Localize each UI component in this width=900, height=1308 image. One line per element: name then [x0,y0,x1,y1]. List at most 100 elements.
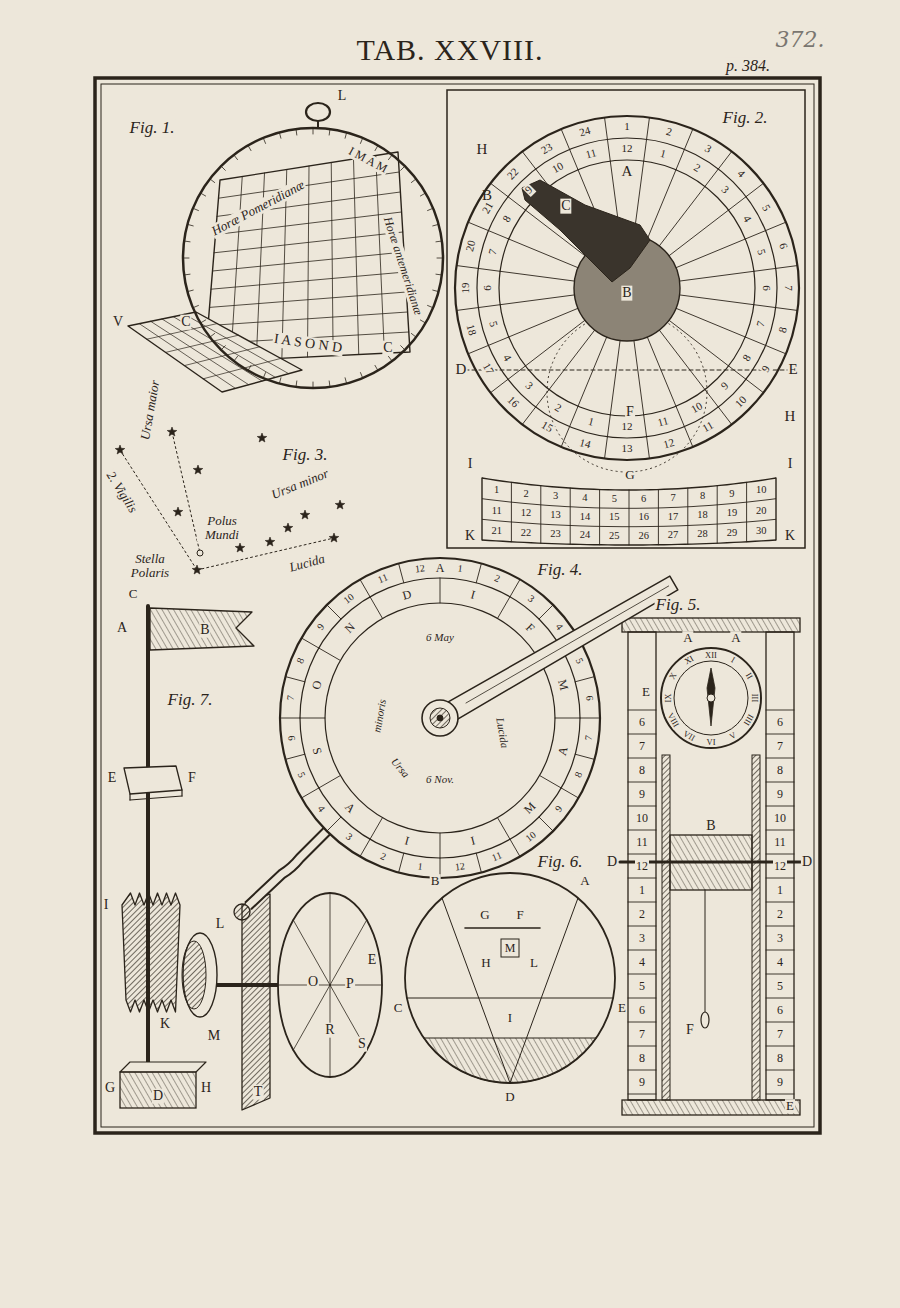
dial-division [456,266,478,269]
dial-tick [428,208,434,210]
dial-text: M [555,677,570,692]
dial-text: 18 [696,510,709,521]
dial-tick [187,224,193,226]
star-symbol [335,500,345,509]
dial-text: 16 [504,393,521,410]
handle-inner [248,831,327,906]
dial-division [399,853,404,872]
scale-number: 7 [776,740,784,753]
dial-text: 2 [377,850,387,862]
scale-number: 7 [776,1028,784,1041]
dial-division [478,305,500,308]
callout-letter: K [464,529,476,544]
scale-rule [628,950,656,951]
figure-caption: p. 384. [725,58,771,75]
dial-text: 7 [669,493,676,504]
scale-rule [766,902,794,903]
dial-text: 17 [667,511,680,522]
dial-text: 21 [490,525,503,536]
dial-text: 13 [621,443,634,455]
dial-tick [329,129,331,135]
scale-number: 2 [776,908,784,921]
dial-text: M [504,942,517,955]
star-name: 2. Vigilis [104,468,141,516]
dial-spoke [634,341,644,415]
callout-letter: B [621,286,632,301]
dial-text: 12 [621,143,634,155]
scale-number: 10 [635,812,649,825]
figure-caption: Fig. 1. [129,119,176,137]
grid-line [162,319,262,381]
dial-ring [325,603,555,833]
dial-spoke [500,271,574,281]
dial-text: 5 [611,494,618,505]
dial-tick [437,258,443,259]
dial-text: 23 [538,140,555,156]
dial-text: 5 [295,770,307,780]
dial-text: 6 [583,694,594,702]
dial-text: 8 [295,655,307,665]
dial-division [644,415,647,437]
dial-text: A [342,800,358,816]
dashed-line [465,370,789,371]
dial-division [605,117,608,139]
dial-text: 24 [579,530,592,541]
flag [150,608,254,650]
dial-text: 7 [286,694,297,702]
scale-number: 12 [773,860,787,873]
dial-text: I [403,834,412,848]
dial-tick [296,381,298,387]
dial-text: 2 [522,488,529,499]
dial-text: 4 [741,212,755,224]
scale-number: 1 [776,884,784,897]
dial-text: Horæ Pomeridianæ [208,177,307,238]
scale-number: 4 [776,956,784,969]
pointer-fiducial [466,586,669,703]
dial-division [327,605,341,619]
dial-tick [375,365,378,370]
scale-rule [628,878,656,879]
star-symbol [283,523,293,532]
dial-text: 6 [776,241,789,251]
dial-text: 19 [460,282,472,295]
dial-text: 11 [375,572,390,586]
dial-tick [187,290,193,292]
callout-letter: C [180,315,191,330]
dial-text: 1 [493,485,500,496]
dial-division [280,718,300,719]
dial-division [729,366,746,379]
dial-tick [428,305,434,307]
callout-letter: F [187,771,197,786]
dial-text: 27 [667,530,680,541]
dial-text: 3 [343,831,355,844]
gnomon-shadow [522,180,650,282]
star-name: Lucida [287,551,327,574]
hub-pin [437,715,443,721]
star-symbol [192,565,202,574]
hub-rosette [430,708,450,728]
scale-number: 9 [776,1076,784,1089]
dial-division [370,597,383,619]
dial-text: 1 [623,121,631,133]
grid-sheet [205,152,410,362]
dial-ring [300,578,580,858]
dial-text: 4 [734,167,747,180]
dial-text: 13 [549,510,562,521]
scale-number: 6 [776,716,784,729]
callout-letter: D [152,1089,164,1104]
dial-text: 10 [688,400,705,416]
dial-text: N [342,620,358,636]
bracket-edge [129,794,130,800]
base-top [120,1062,206,1072]
scale-number: 11 [773,836,787,849]
dial-text: IX [663,693,672,704]
dial-text: 4 [500,351,514,363]
dial-division [327,817,341,831]
dial-text: C [382,341,393,356]
bevel-gear-teeth [182,941,206,1009]
dial-text: 2 [664,126,674,139]
dial-division [754,305,776,308]
dial-tick [184,241,190,243]
scale-number: 3 [638,932,646,945]
engraving-group [95,78,820,1133]
